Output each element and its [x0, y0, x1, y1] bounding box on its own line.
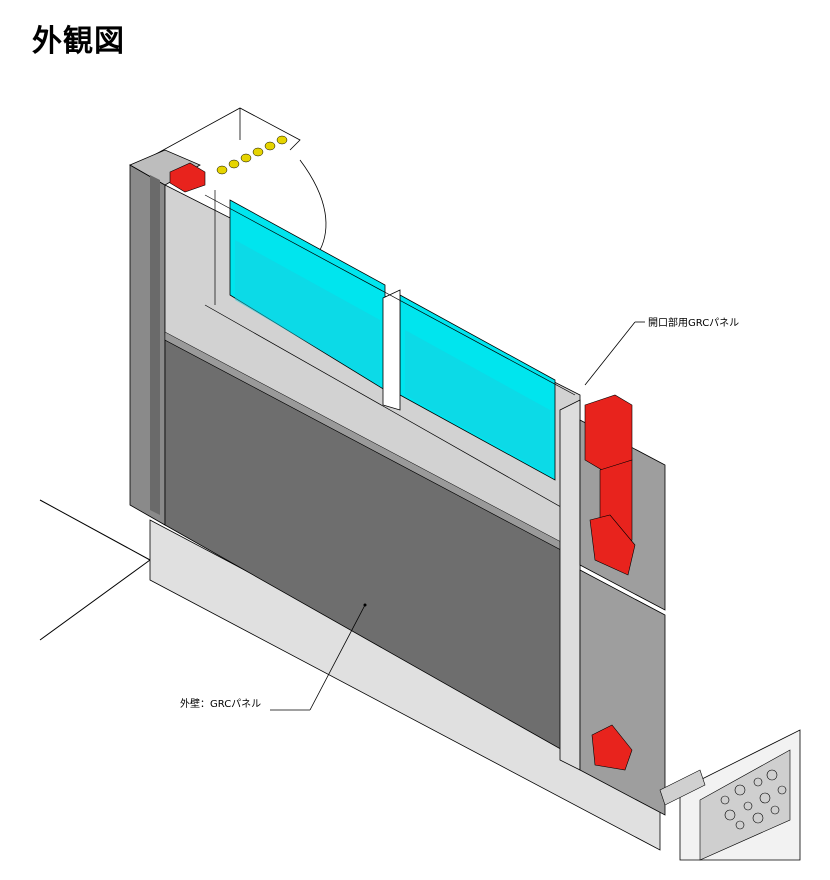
window-mullion — [382, 289, 401, 411]
callout-opening-panel: 開口部用GRCパネル — [584, 316, 739, 386]
sill-insulation — [216, 135, 288, 175]
ground-lines — [39, 499, 151, 641]
soil-block — [679, 729, 801, 861]
bottom-flashing — [659, 769, 706, 806]
top-steel-box — [169, 162, 206, 193]
exterior-wall-label: 外壁：GRCパネル — [180, 697, 261, 710]
page-title: 外観図 — [32, 24, 125, 59]
right-frame-post — [559, 399, 581, 771]
roof-structure — [144, 107, 327, 251]
steel-members — [584, 394, 636, 771]
opening-panel-label: 開口部用GRCパネル — [648, 316, 739, 329]
callout-exterior-wall: 外壁：GRCパネル — [180, 603, 367, 711]
